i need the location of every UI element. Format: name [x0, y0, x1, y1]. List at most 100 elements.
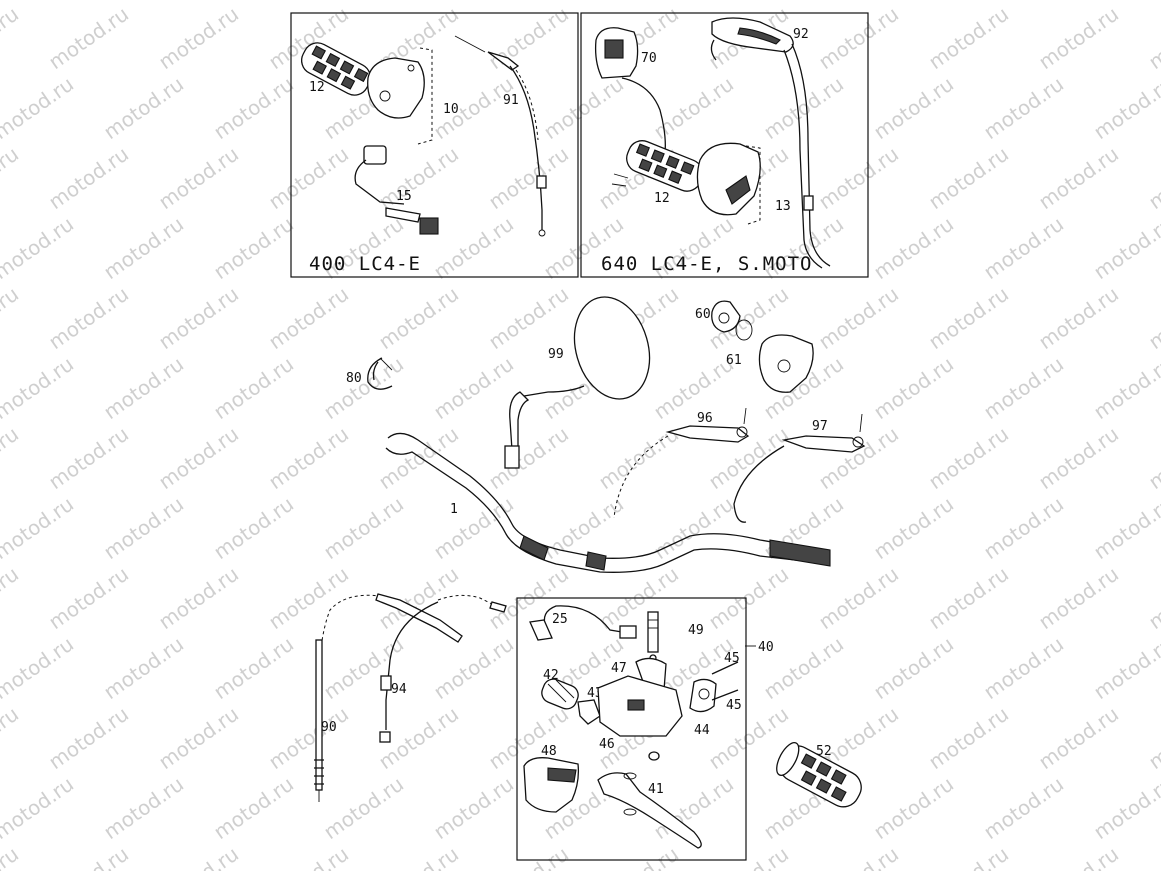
watermark-text: motod.ru: [429, 0, 518, 4]
callout-44: 44: [694, 723, 710, 738]
watermark-text: motod.ru: [0, 352, 78, 424]
watermark-text: motod.ru: [814, 282, 903, 354]
watermark-text: motod.ru: [759, 0, 848, 4]
throttle-cable-91: [454, 35, 547, 237]
watermark-text: motod.ru: [429, 632, 518, 704]
callout-45-bottom: 45: [726, 698, 742, 713]
watermark-text: motod.ru: [1089, 212, 1161, 284]
clutch-lever-41: [597, 751, 702, 849]
watermark-text: motod.ru: [1089, 772, 1161, 844]
callout-46: 46: [599, 737, 615, 752]
watermark-text: motod.ru: [0, 842, 23, 871]
watermark-text: motod.ru: [209, 352, 298, 424]
watermark-text: motod.ru: [1089, 632, 1161, 704]
watermark-text: motod.ru: [264, 282, 353, 354]
callout-15: 15: [396, 189, 412, 204]
watermark-text: motod.ru: [209, 492, 298, 564]
callout-45-top: 45: [724, 651, 740, 666]
callout-13: 13: [775, 199, 791, 214]
watermark-text: motod.ru: [1144, 702, 1161, 774]
throttle-grip-400: [300, 42, 425, 119]
watermark-text: motod.ru: [44, 702, 133, 774]
watermark-text: motod.ru: [209, 0, 298, 4]
watermark-text: motod.ru: [1144, 422, 1161, 494]
callout-92: 92: [793, 27, 809, 42]
watermark-text: motod.ru: [0, 282, 23, 354]
watermark-text: motod.ru: [44, 562, 133, 634]
watermark-text: motod.ru: [484, 282, 573, 354]
watermark-text: motod.ru: [154, 2, 243, 74]
switch-unit-70: [594, 27, 666, 161]
bracket-13: [745, 145, 761, 225]
callout-42: 42: [543, 668, 559, 683]
watermark-text: motod.ru: [1034, 562, 1123, 634]
clamp-ring-80: [367, 357, 393, 390]
callout-12-640: 12: [654, 191, 670, 206]
watermark-text: motod.ru: [154, 282, 243, 354]
adjuster-42-43: [541, 678, 601, 725]
watermark-text: motod.ru: [539, 492, 628, 564]
watermark-text: motod.ru: [1034, 842, 1123, 871]
watermark-text: motod.ru: [209, 72, 298, 144]
callout-49: 49: [688, 623, 704, 638]
watermark-text: motod.ru: [1144, 2, 1161, 74]
clutch-assembly-frame: [516, 597, 747, 861]
watermark-text: motod.ru: [1144, 562, 1161, 634]
watermark-text: motod.ru: [154, 842, 243, 871]
watermark-text: motod.ru: [869, 212, 958, 284]
watermark-text: motod.ru: [814, 562, 903, 634]
watermark-text: motod.ru: [869, 772, 958, 844]
watermark-text: motod.ru: [869, 352, 958, 424]
watermark-text: motod.ru: [649, 0, 738, 4]
watermark-text: motod.ru: [0, 492, 78, 564]
watermark-text: motod.ru: [0, 702, 23, 774]
watermark-text: motod.ru: [264, 842, 353, 871]
watermark-text: motod.ru: [44, 2, 133, 74]
watermark-text: motod.ru: [979, 772, 1068, 844]
watermark-text: motod.ru: [869, 0, 958, 4]
watermark-text: motod.ru: [99, 632, 188, 704]
watermark-text: motod.ru: [924, 422, 1013, 494]
switch-housing-60-61: [711, 300, 814, 393]
watermark-text: motod.ru: [429, 352, 518, 424]
watermark-text: motod.ru: [154, 142, 243, 214]
watermark-text: motod.ru: [99, 212, 188, 284]
watermark-text: motod.ru: [99, 0, 188, 4]
watermark-text: motod.ru: [924, 282, 1013, 354]
watermark-text: motod.ru: [44, 282, 133, 354]
callout-80: 80: [346, 371, 362, 386]
watermark-text: motod.ru: [0, 422, 23, 494]
watermark-text: motod.ru: [429, 772, 518, 844]
watermark-text: motod.ru: [99, 492, 188, 564]
callout-96: 96: [697, 411, 713, 426]
callout-10: 10: [443, 102, 459, 117]
watermark-text: motod.ru: [209, 772, 298, 844]
kill-switch-15: [354, 145, 439, 235]
watermark-text: motod.ru: [0, 212, 78, 284]
watermark-text: motod.ru: [979, 0, 1068, 4]
watermark-text: motod.ru: [814, 842, 903, 871]
panel-400-lc4e-frame: [290, 12, 579, 278]
watermark-text: motod.ru: [1144, 842, 1161, 871]
callout-12: 12: [309, 80, 325, 95]
callout-25: 25: [552, 612, 568, 627]
cable-96: [613, 407, 750, 519]
callout-52: 52: [816, 744, 832, 759]
bracket-10: [417, 47, 433, 145]
callout-47: 47: [611, 661, 627, 676]
watermark-text: motod.ru: [99, 72, 188, 144]
watermark-text: motod.ru: [154, 562, 243, 634]
callout-70: 70: [641, 51, 657, 66]
callout-90: 90: [321, 720, 337, 735]
cable-97: [733, 413, 866, 523]
watermark-text: motod.ru: [979, 632, 1068, 704]
callout-61: 61: [726, 353, 742, 368]
callout-48: 48: [541, 744, 557, 759]
watermark-text: motod.ru: [0, 72, 78, 144]
panel-title-400: 400 LC4-E: [309, 253, 421, 275]
watermark-text: motod.ru: [264, 142, 353, 214]
bolt-49: [647, 611, 659, 662]
watermark-text: motod.ru: [0, 0, 78, 4]
watermark-text: motod.ru: [1089, 352, 1161, 424]
